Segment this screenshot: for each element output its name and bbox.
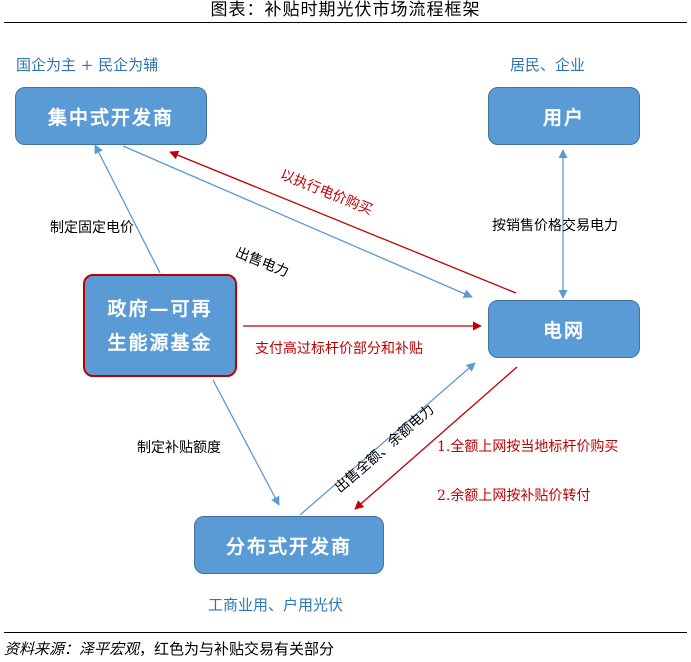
- arrow-gov-to-distributed: [212, 379, 280, 506]
- grid-label: 电网: [542, 319, 585, 342]
- distributed-developer-node: 分布式开发商: [194, 516, 384, 574]
- arrow-gov-to-central: [94, 144, 161, 274]
- surplus-grid-label: 2.余额上网按补贴价转付: [437, 488, 591, 504]
- source-label: 资料来源：泽平宏观: [4, 640, 140, 658]
- user-node: 用户: [488, 87, 640, 145]
- government-label-line1: 政府—可再: [107, 297, 213, 320]
- sales-price-label: 按销售价格交易电力: [492, 218, 618, 234]
- user-type-caption: 居民、企业: [510, 56, 586, 74]
- arrow-central-to-grid: [122, 145, 473, 298]
- arrow-distributed-to-grid: [299, 362, 476, 516]
- chart-title: 图表：补贴时期光伏市场流程框架: [210, 0, 481, 20]
- government-fund-node: 政府—可再 生能源基金: [83, 274, 237, 377]
- fixed-price-label: 制定固定电价: [50, 220, 134, 236]
- distributed-developer-label: 分布式开发商: [225, 535, 352, 558]
- central-developer-node: 集中式开发商: [15, 87, 207, 145]
- top-rule: [4, 22, 687, 23]
- arrow-grid-to-distributed: [354, 366, 518, 510]
- government-label-line2: 生能源基金: [107, 331, 213, 354]
- arrow-grid-to-central: [169, 150, 517, 294]
- central-owner-caption: 国企为主 + 民企为辅: [16, 56, 159, 74]
- subsidy-amount-label: 制定补贴额度: [137, 440, 221, 456]
- source-remark: ，红色为与补贴交易有关部分: [139, 640, 335, 658]
- bottom-rule: [4, 632, 687, 633]
- central-developer-label: 集中式开发商: [47, 106, 174, 129]
- pay-subsidy-label: 支付高过标杆价部分和补贴: [255, 341, 423, 357]
- user-label: 用户: [542, 106, 585, 129]
- distributed-type-caption: 工商业用、户用光伏: [208, 596, 344, 614]
- source-note: 资料来源：泽平宏观，红色为与补贴交易有关部分: [4, 638, 334, 659]
- full-grid-label: 1.全额上网按当地标杆价购买: [437, 439, 619, 455]
- grid-node: 电网: [488, 300, 640, 358]
